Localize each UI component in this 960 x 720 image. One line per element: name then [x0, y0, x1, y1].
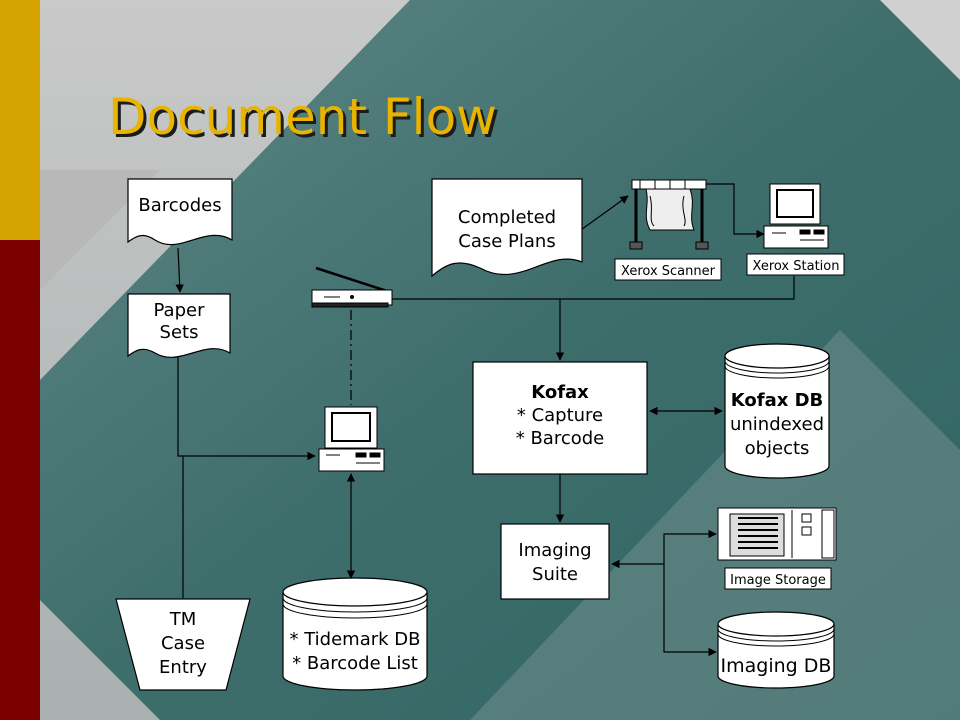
completed-case-plans-node: Completed Case Plans	[431, 178, 583, 278]
scanner-to-station-arrow	[700, 183, 765, 239]
computer-icon	[763, 183, 829, 249]
slide-title: Document Flow	[108, 88, 498, 146]
svg-text:Case Plans: Case Plans	[458, 231, 555, 252]
svg-text:Paper: Paper	[154, 300, 206, 321]
paper-sets-node: Paper Sets	[127, 293, 231, 358]
svg-text:Xerox Scanner: Xerox Scanner	[621, 264, 716, 279]
xerox-station-node: Xerox Station	[746, 183, 845, 276]
svg-text:Sets: Sets	[160, 322, 199, 343]
kofax-db-node: Kofax DB unindexed objects	[724, 343, 830, 479]
barcodes-to-paper-sets-arrow	[175, 247, 184, 293]
svg-text:unindexed: unindexed	[730, 414, 824, 435]
svg-text:Imaging DB: Imaging DB	[721, 655, 832, 677]
tidemark-db-node: * Tidemark DB * Barcode List	[282, 577, 428, 691]
svg-text:* Tidemark DB: * Tidemark DB	[290, 629, 421, 650]
barcodes-label: Barcodes	[138, 195, 221, 216]
svg-text:* Capture: * Capture	[517, 405, 603, 426]
svg-text:* Barcode: * Barcode	[516, 428, 605, 449]
tm-case-entry-node: TM Case Entry	[115, 598, 251, 691]
imaging-suite-node: Imaging Suite	[500, 523, 610, 600]
svg-text:objects: objects	[745, 438, 810, 459]
flatbed-scanner-icon	[311, 266, 393, 308]
svg-text:Xerox Station: Xerox Station	[753, 259, 840, 274]
xerox-scanner-node: Xerox Scanner	[614, 179, 722, 281]
workstation-node	[318, 406, 385, 472]
accent-stripe-bottom	[0, 240, 40, 720]
svg-text:Entry: Entry	[159, 657, 207, 678]
kofax-node: Kofax * Capture * Barcode	[472, 361, 648, 475]
svg-text:Kofax: Kofax	[531, 382, 589, 403]
imaging-db-node: Imaging DB	[717, 611, 835, 689]
connectors	[175, 183, 795, 657]
paper-sets-to-workstation-arrow	[177, 355, 316, 461]
svg-text:Suite: Suite	[532, 564, 578, 585]
image-storage-node: Image Storage	[717, 507, 837, 590]
svg-text:TM: TM	[169, 609, 197, 630]
svg-text:Completed: Completed	[458, 207, 556, 228]
svg-text:Case: Case	[161, 633, 205, 654]
accent-stripe-top	[0, 0, 40, 240]
svg-text:Imaging: Imaging	[518, 540, 591, 561]
branch-to-storage-arrow	[663, 529, 717, 564]
storage-array-icon	[717, 507, 837, 561]
station-to-kofax-arrow	[555, 276, 795, 361]
computer-icon	[318, 406, 385, 472]
barcodes-node: Barcodes	[127, 178, 233, 246]
wide-format-scanner-icon	[629, 179, 709, 250]
svg-text:Image Storage: Image Storage	[730, 573, 826, 588]
case-plans-to-scanner-arrow	[577, 195, 629, 233]
svg-text:* Barcode List: * Barcode List	[292, 653, 418, 674]
svg-text:Kofax DB: Kofax DB	[731, 390, 824, 411]
branch-to-imagingdb-arrow	[663, 564, 717, 657]
